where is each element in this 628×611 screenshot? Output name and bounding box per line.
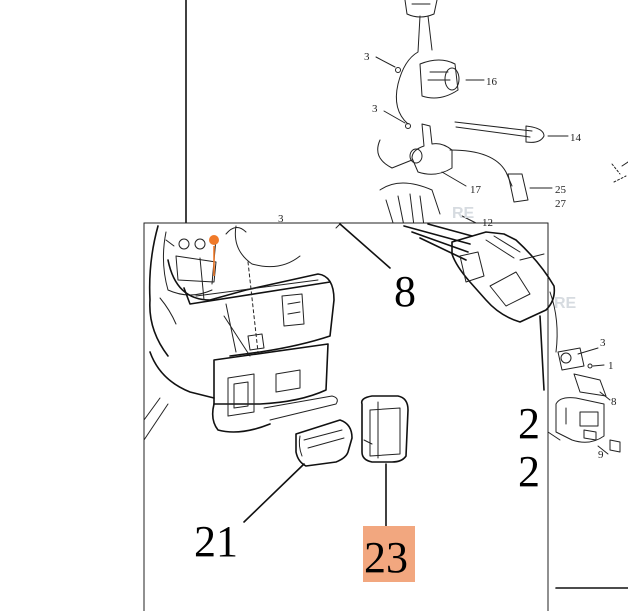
callout-8: 8	[394, 267, 416, 316]
highlight-23	[363, 526, 415, 582]
callout-9: 9	[598, 449, 604, 461]
switch-housing	[143, 225, 338, 441]
callout-27: 27	[555, 198, 567, 210]
part-17-switch	[377, 123, 453, 175]
callout-2-upper: 2	[518, 399, 540, 448]
callout-17: 17	[470, 184, 482, 196]
callout-1: 1	[608, 360, 614, 372]
part-23-cap	[360, 395, 409, 463]
callout-3b: 3	[372, 103, 378, 115]
watermark-text-1: RE	[452, 205, 475, 222]
detail-callouts: 8 2 2 21 23	[194, 267, 540, 582]
overview-callouts: 3 16 3 14 17 25 27 3 12 3 1 8 9	[278, 51, 617, 461]
callout-3a: 3	[364, 51, 370, 63]
callout-2-lower: 2	[518, 447, 540, 496]
part-16-switch	[419, 59, 460, 99]
callout-12: 12	[482, 217, 493, 229]
callout-8-small: 8	[611, 396, 617, 408]
detail-inset	[143, 222, 556, 611]
sub-assembly	[547, 291, 621, 455]
callout-21: 21	[194, 517, 238, 566]
callout-25: 25	[555, 184, 567, 196]
part-21-cap	[295, 419, 353, 467]
callout-16: 16	[486, 76, 498, 88]
watermark-text-2: RE	[554, 295, 577, 312]
overview-drawing	[185, 0, 628, 589]
connector-harness	[335, 223, 556, 323]
reference-marker	[165, 235, 219, 276]
callout-23[interactable]: 23	[364, 533, 408, 582]
callout-14: 14	[570, 132, 582, 144]
callout-3d: 3	[600, 337, 606, 349]
callout-3c: 3	[278, 213, 284, 225]
